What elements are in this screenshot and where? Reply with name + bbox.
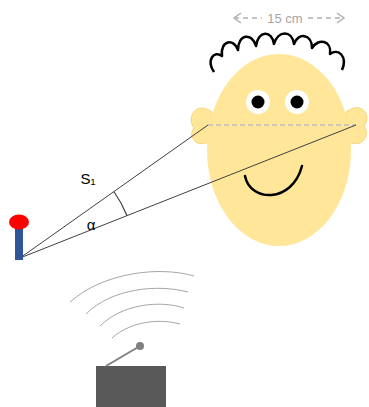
hair	[211, 34, 344, 73]
eye-white	[285, 90, 309, 114]
angle-label: α	[85, 217, 98, 232]
face	[207, 54, 351, 246]
path-line	[20, 125, 356, 258]
lever-knob	[136, 342, 144, 350]
device	[96, 366, 166, 407]
mic-head	[9, 215, 29, 230]
mouth	[245, 166, 302, 195]
distance-label: S₁	[78, 171, 97, 186]
eye-white	[246, 90, 270, 114]
ear-axis	[208, 124, 356, 126]
path-line	[20, 125, 208, 258]
dimension-label: 15 cm	[265, 12, 304, 25]
sound-waves	[70, 272, 194, 338]
mic-stand	[15, 228, 23, 260]
pupil	[252, 96, 265, 109]
device-lever	[106, 346, 140, 366]
angle-arc	[114, 192, 127, 216]
pupil	[291, 96, 304, 109]
